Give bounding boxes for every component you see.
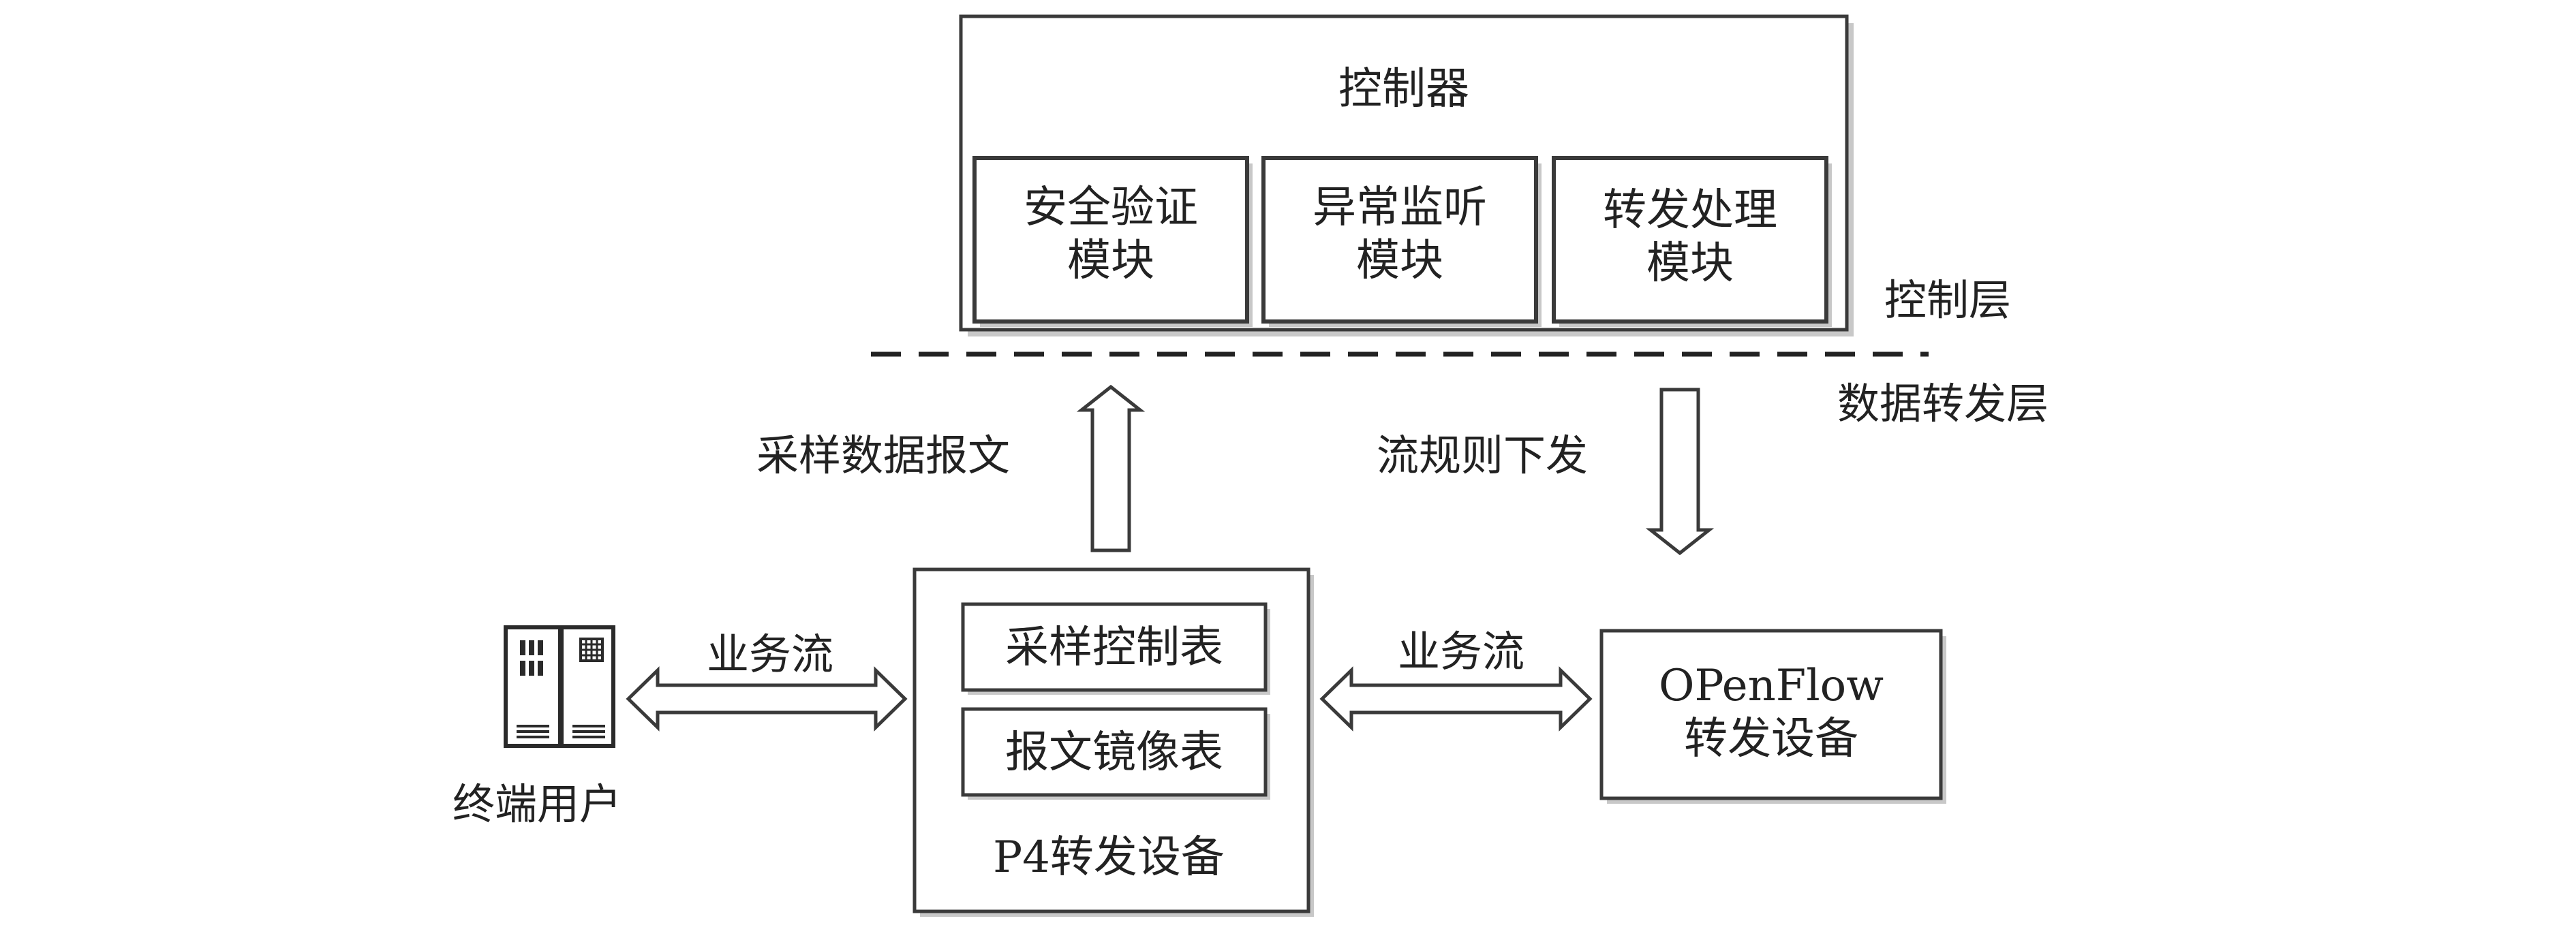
terminal-user-label: 终端用户	[453, 779, 622, 829]
forwarding-processing-module: 转发处理 模块	[1552, 156, 1832, 327]
controller-title: 控制器	[1338, 64, 1469, 114]
flow-rule-delivery-label: 流规则下发	[1377, 430, 1588, 480]
control-layer-label: 控制层	[1884, 275, 2011, 325]
data-forwarding-layer-label: 数据转发层	[1837, 379, 2049, 428]
table-label: 报文镜像表	[1005, 727, 1223, 778]
p4-device-label: P4转发设备	[993, 832, 1225, 883]
openflow-device-label-line2: 转发设备	[1684, 714, 1858, 764]
sampling-control-table: 采样控制表	[961, 602, 1270, 695]
terminal-user: 终端用户	[453, 625, 622, 829]
flow-rule-down-arrow	[1645, 388, 1715, 556]
anomaly-monitoring-module: 异常监听 模块	[1261, 156, 1542, 327]
server-icon	[504, 625, 615, 748]
p4-forwarding-device: 采样控制表 报文镜像表 P4转发设备	[913, 567, 1314, 917]
openflow-device-label-line1: OPenFlow	[1659, 661, 1884, 711]
module-label-line1: 安全验证	[1024, 183, 1198, 233]
module-label-line2: 模块	[1356, 236, 1443, 286]
business-flow-left-label: 业务流	[707, 629, 833, 679]
openflow-forwarding-device: OPenFlow 转发设备	[1599, 629, 1946, 804]
business-flow-left-double-arrow	[626, 666, 908, 732]
table-label: 采样控制表	[1005, 623, 1223, 673]
security-verification-module: 安全验证 模块	[972, 156, 1253, 327]
sampling-packets-label: 采样数据报文	[756, 430, 1010, 480]
module-label-line2: 模块	[1067, 236, 1154, 286]
business-flow-right-double-arrow	[1319, 666, 1593, 732]
business-flow-right-label: 业务流	[1398, 627, 1524, 676]
module-label-line1: 转发处理	[1603, 185, 1777, 236]
module-label-line2: 模块	[1646, 238, 1734, 289]
packet-mirror-table: 报文镜像表	[961, 707, 1270, 800]
module-label-line1: 异常监听	[1313, 183, 1487, 233]
sampling-packets-up-arrow	[1076, 384, 1146, 552]
